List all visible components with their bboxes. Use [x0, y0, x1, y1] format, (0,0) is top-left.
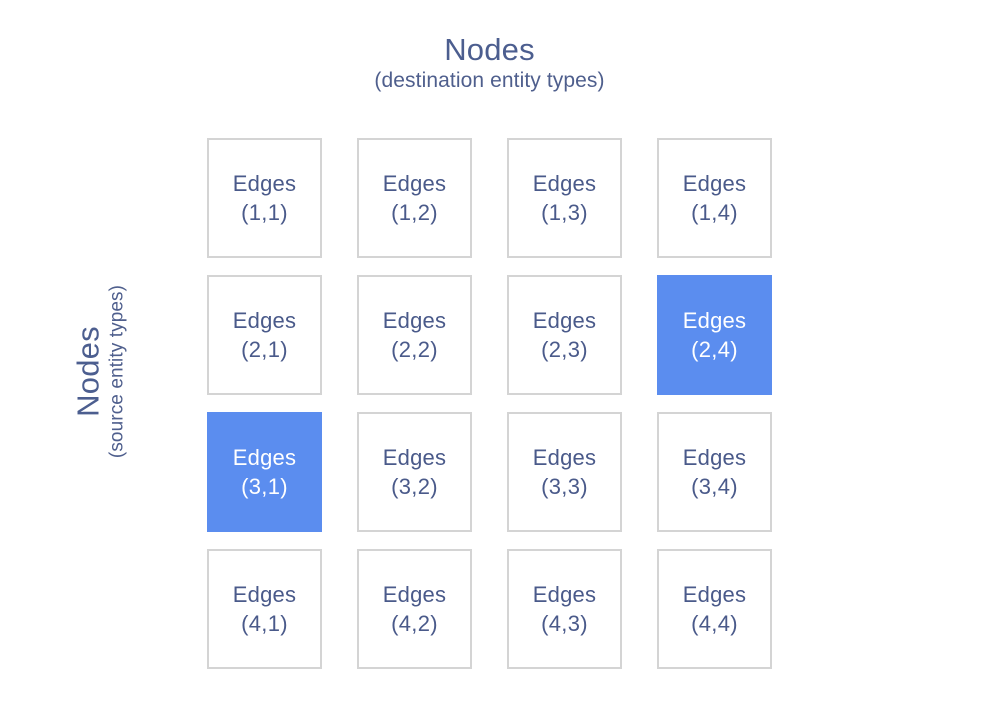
edges-cell-coordinate: (3,1): [241, 474, 288, 499]
edges-cell-label: Edges: [682, 444, 747, 470]
edges-cell-3-3[interactable]: Edges (3,3): [507, 412, 622, 532]
top-axis-title: Nodes (destination entity types): [207, 32, 772, 94]
edges-cell-coordinate: (2,1): [241, 337, 288, 362]
edges-cell-coordinate: (3,3): [541, 474, 588, 499]
edges-cell-label: Edges: [682, 307, 747, 333]
edges-cell-4-4[interactable]: Edges (4,4): [657, 549, 772, 669]
edges-cell-label: Edges: [232, 444, 297, 470]
edges-cell-coordinate: (4,3): [541, 611, 588, 636]
edges-cell-coordinate: (2,2): [391, 337, 438, 362]
left-axis-title-wrapper: Nodes (source entity types): [0, 0, 200, 720]
edges-cell-4-2[interactable]: Edges (4,2): [357, 549, 472, 669]
edges-matrix-grid: Edges (1,1) Edges (1,2) Edges (1,3) Edges (1,4)…: [207, 138, 772, 669]
edges-cell-1-3[interactable]: Edges (1,3): [507, 138, 622, 258]
edges-cell-label: Edges: [232, 581, 297, 607]
edges-cell-label: Edges: [382, 307, 447, 333]
edges-cell-1-1[interactable]: Edges (1,1): [207, 138, 322, 258]
edges-cell-coordinate: (1,2): [391, 200, 438, 225]
edges-cell-coordinate: (4,2): [391, 611, 438, 636]
edges-cell-coordinate: (1,3): [541, 200, 588, 225]
edges-cell-label: Edges: [232, 307, 297, 333]
top-axis-title-main: Nodes: [444, 32, 535, 67]
edges-cell-label: Edges: [682, 170, 747, 196]
edges-cell-label: Edges: [232, 170, 297, 196]
edges-cell-label: Edges: [382, 444, 447, 470]
edges-cell-coordinate: (2,3): [541, 337, 588, 362]
edges-cell-label: Edges: [532, 581, 597, 607]
edges-cell-3-2[interactable]: Edges (3,2): [357, 412, 472, 532]
edges-cell-label: Edges: [382, 581, 447, 607]
edges-cell-coordinate: (1,4): [691, 200, 738, 225]
edges-cell-1-2[interactable]: Edges (1,2): [357, 138, 472, 258]
edges-cell-label: Edges: [382, 170, 447, 196]
edges-cell-coordinate: (4,4): [691, 611, 738, 636]
edges-cell-4-1[interactable]: Edges (4,1): [207, 549, 322, 669]
edges-cell-label: Edges: [532, 444, 597, 470]
edges-cell-label: Edges: [532, 307, 597, 333]
left-axis-title-subtitle: (source entity types): [106, 284, 128, 459]
edges-cell-coordinate: (3,4): [691, 474, 738, 499]
edges-cell-4-3[interactable]: Edges (4,3): [507, 549, 622, 669]
left-axis-title: Nodes (source entity types): [71, 157, 130, 587]
edges-cell-2-2[interactable]: Edges (2,2): [357, 275, 472, 395]
top-axis-title-subtitle: (destination entity types): [374, 69, 605, 92]
edges-cell-coordinate: (3,2): [391, 474, 438, 499]
edges-cell-1-4[interactable]: Edges (1,4): [657, 138, 772, 258]
edges-cell-coordinate: (2,4): [691, 337, 738, 362]
left-axis-title-main: Nodes: [70, 326, 106, 417]
edges-cell-2-3[interactable]: Edges (2,3): [507, 275, 622, 395]
edges-cell-3-4[interactable]: Edges (3,4): [657, 412, 772, 532]
edges-cell-3-1[interactable]: Edges (3,1): [207, 412, 322, 532]
edges-cell-2-1[interactable]: Edges (2,1): [207, 275, 322, 395]
edges-cell-coordinate: (4,1): [241, 611, 288, 636]
edges-cell-coordinate: (1,1): [241, 200, 288, 225]
edges-cell-label: Edges: [682, 581, 747, 607]
edges-cell-2-4[interactable]: Edges (2,4): [657, 275, 772, 395]
edges-cell-label: Edges: [532, 170, 597, 196]
